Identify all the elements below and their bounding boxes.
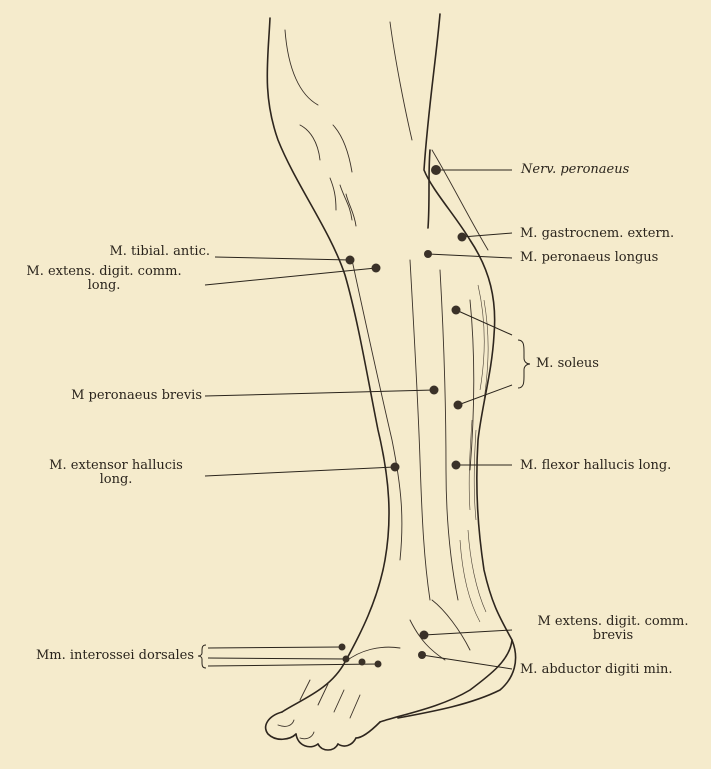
label-peronaeus-brevis: M peronaeus brevis — [20, 388, 202, 403]
label-extens-digit-comm-long-2: long. — [4, 278, 204, 293]
point-interossei-3 — [359, 659, 366, 666]
label-extens-digit-comm-brevis-2: brevis — [520, 628, 706, 643]
label-gastrocnem-extern: M. gastrocnem. extern. — [520, 226, 674, 241]
point-interossei-2 — [343, 656, 350, 663]
point-interossei-1 — [339, 644, 346, 651]
label-extens-digit-comm-long-1: M. extens. digit. comm. — [4, 264, 204, 279]
point-gastrocnem — [458, 233, 467, 242]
point-flexor-hallucis — [452, 461, 461, 470]
point-abductor-digiti — [418, 651, 426, 659]
point-peronaeus-longus — [424, 250, 432, 258]
point-peronaeus-brevis — [430, 386, 439, 395]
leg-outline — [266, 14, 516, 750]
leader-lines — [198, 170, 530, 669]
point-soleus-lower — [454, 401, 463, 410]
point-tibial-antic — [346, 256, 355, 265]
label-nerv-peronaeus: Nerv. peronaeus — [521, 162, 629, 177]
point-nerv-peronaeus — [431, 165, 441, 175]
label-tibial-antic: M. tibial. antic. — [40, 244, 210, 259]
stimulation-points — [339, 165, 467, 668]
label-extens-digit-comm-brevis-1: M extens. digit. comm. — [520, 614, 706, 629]
point-interossei-4 — [375, 661, 382, 668]
point-soleus-upper — [452, 306, 461, 315]
label-abductor-digiti-min: M. abductor digiti min. — [520, 662, 672, 677]
label-flexor-hallucis-long: M. flexor hallucis long. — [520, 458, 671, 473]
label-peronaeus-longus: M. peronaeus longus — [520, 250, 658, 265]
point-extens-digit-brevis — [420, 631, 429, 640]
label-soleus: M. soleus — [536, 356, 599, 371]
label-interossei-dorsales: Mm. interossei dorsales — [2, 648, 194, 663]
label-extensor-hallucis-long-2: long. — [30, 472, 202, 487]
label-extensor-hallucis-long-1: M. extensor hallucis — [30, 458, 202, 473]
point-extens-digit-long — [372, 264, 381, 273]
point-extensor-hallucis — [391, 463, 400, 472]
